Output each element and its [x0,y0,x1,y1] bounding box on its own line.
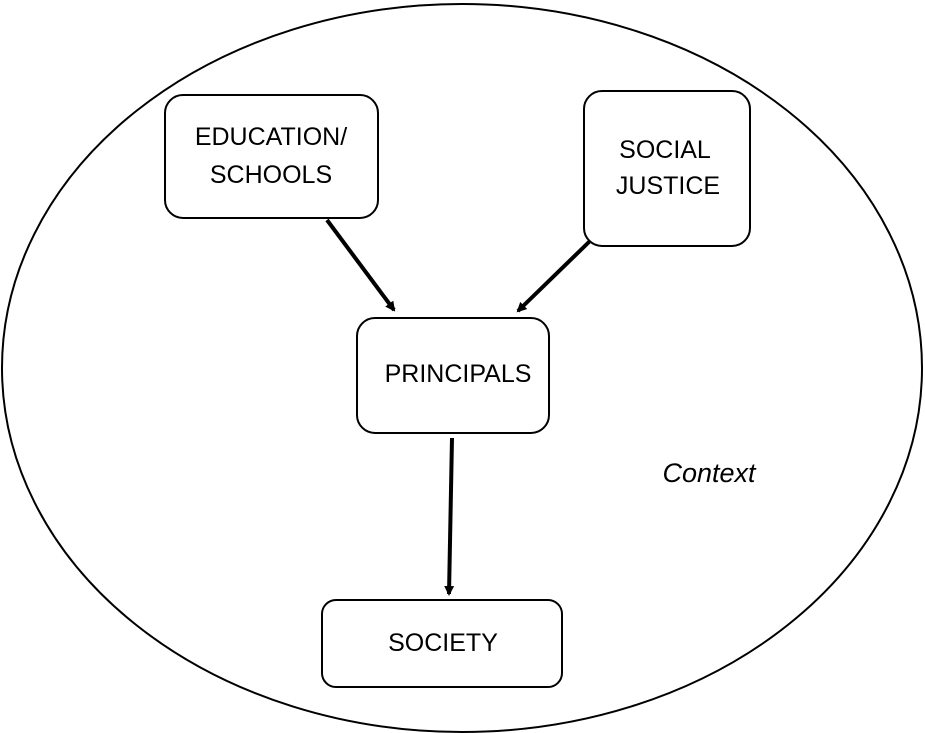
node-social-justice: SOCIAL JUSTICE [583,90,751,247]
principals-label: PRINCIPALS [385,360,532,388]
arrow-principals-to-society [444,437,455,596]
society-label: SOCIETY [388,629,498,657]
arrow-education-to-principals [325,218,396,312]
social-justice-line1: SOCIAL [619,136,711,164]
context-ellipse [1,3,923,733]
education-line1: EDUCATION/ [195,123,347,151]
social-justice-line2: JUSTICE [616,172,720,200]
node-education-schools: EDUCATION/ SCHOOLS [164,94,379,219]
node-principals: PRINCIPALS [356,317,550,434]
education-line2: SCHOOLS [210,161,332,189]
context-label: Context [662,458,757,488]
node-society: SOCIETY [321,599,563,688]
arrow-social-justice-to-principals [516,239,592,313]
